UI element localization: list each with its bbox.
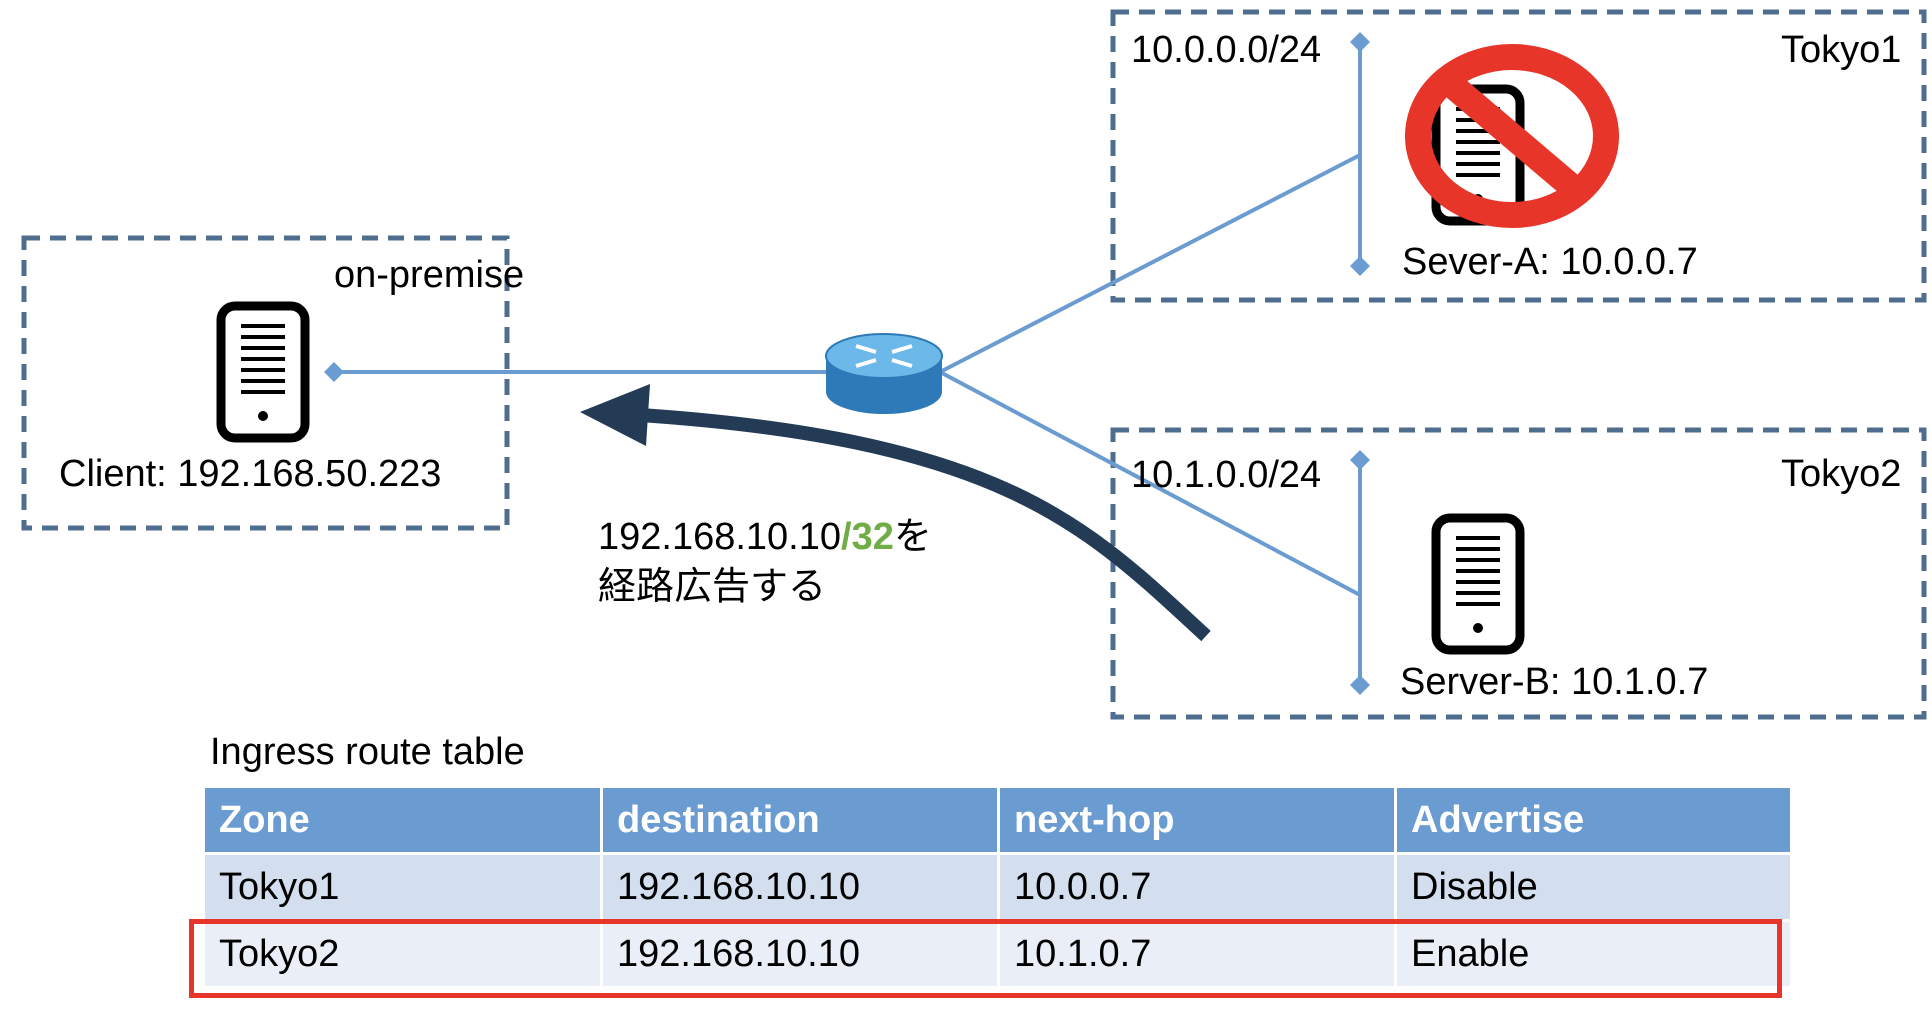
- cell-next-hop: 10.1.0.7: [997, 919, 1397, 989]
- advertised-mask: /32: [841, 516, 894, 558]
- table-row: Tokyo1 192.168.10.10 10.0.0.7 Disable: [202, 852, 1793, 922]
- server-a-label: Sever-A: 10.0.0.7: [1402, 241, 1698, 283]
- tokyo1-subnet-label: 10.0.0.0/24: [1131, 29, 1322, 71]
- client-server-icon: [221, 306, 305, 438]
- prohibited-icon: [1405, 44, 1619, 228]
- header-destination: destination: [600, 785, 1000, 855]
- tokyo2-zone-label: Tokyo2: [1781, 453, 1902, 495]
- table-row: Tokyo2 192.168.10.10 10.1.0.7 Enable: [202, 919, 1793, 989]
- server-b-label: Server-B: 10.1.0.7: [1400, 661, 1709, 703]
- advertise-action-text: 経路広告する: [598, 566, 827, 608]
- header-zone: Zone: [202, 785, 603, 855]
- client-label: Client: 192.168.50.223: [59, 453, 442, 495]
- cell-zone: Tokyo2: [202, 919, 603, 989]
- onprem-zone-label: on-premise: [334, 254, 525, 296]
- server-b-icon: [1436, 518, 1520, 650]
- router-icon: [825, 333, 943, 414]
- highlighted-row-frame: [189, 919, 1782, 998]
- link-endpoints: [324, 32, 1370, 695]
- tokyo2-subnet-label: 10.1.0.0/24: [1131, 454, 1322, 496]
- header-next-hop: next-hop: [997, 785, 1397, 855]
- cell-destination: 192.168.10.10: [600, 919, 1000, 989]
- cell-next-hop: 10.0.0.7: [997, 852, 1397, 922]
- tokyo2-zone-box: [1110, 427, 1927, 720]
- ingress-route-table: Zone destination next-hop Advertise Toky…: [202, 785, 1793, 989]
- header-advertise: Advertise: [1394, 785, 1793, 855]
- advertisement-text: 192.168.10.10/32を 経路広告する: [598, 512, 932, 612]
- advertised-suffix: を: [893, 516, 932, 558]
- cell-advertise: Disable: [1394, 852, 1793, 922]
- cell-advertise: Enable: [1394, 919, 1793, 989]
- tokyo1-zone-box: [1110, 9, 1927, 303]
- route-table-caption: Ingress route table: [210, 731, 525, 773]
- tokyo1-zone-label: Tokyo1: [1781, 29, 1902, 71]
- table-header-row: Zone destination next-hop Advertise: [202, 785, 1793, 855]
- network-links: [334, 42, 1362, 685]
- cell-zone: Tokyo1: [202, 852, 603, 922]
- advertise-arrow: [580, 384, 1211, 642]
- cell-destination: 192.168.10.10: [600, 852, 1000, 922]
- advertised-prefix: 192.168.10.10: [598, 516, 842, 558]
- onprem-zone-box: [21, 235, 510, 531]
